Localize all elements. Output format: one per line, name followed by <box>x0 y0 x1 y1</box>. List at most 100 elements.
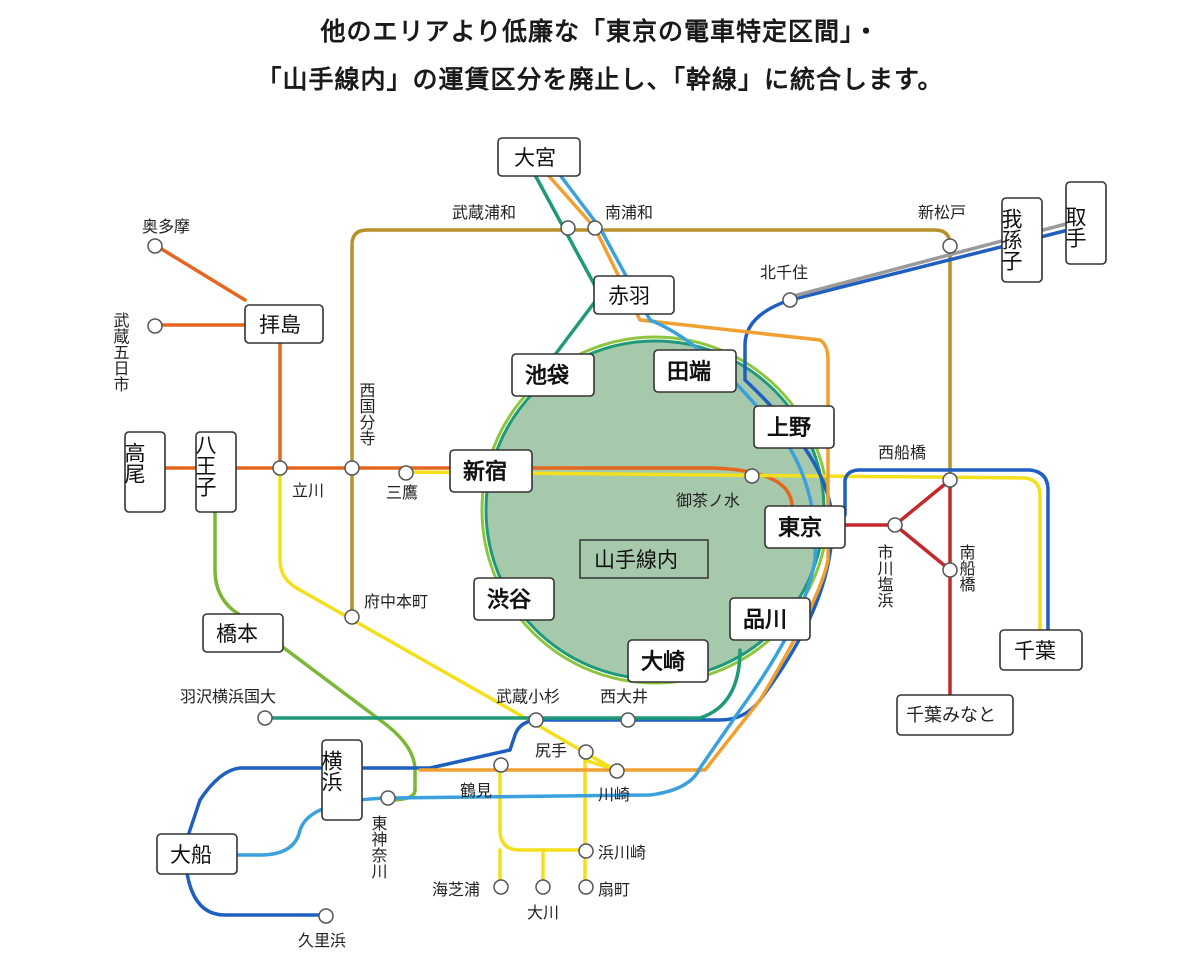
center-label: 山手線内 <box>594 548 678 572</box>
box-chiba <box>999 629 1083 671</box>
label-fuchu-hommachi: 府中本町 <box>364 592 428 611</box>
station-musashi-itsukaichi <box>147 318 163 334</box>
label-hashimoto: 橋本 <box>216 622 258 646</box>
label-musashi-itsukaichi: 武蔵五日市 <box>111 312 130 392</box>
station-ochanomizu <box>744 468 760 484</box>
station-tachikawa <box>272 460 288 476</box>
station-shin-matsudo <box>942 238 958 254</box>
station-mitaka <box>398 465 414 481</box>
station-okawa <box>535 879 551 895</box>
label-minami-funabashi: 南船橋 <box>957 544 976 593</box>
label-nishi-funabashi: 西船橋 <box>878 443 926 462</box>
label-nishi-kokubunji: 西国分寺 <box>357 382 376 446</box>
boxed-stations: 大宮 取手 我孫子 赤羽 拝島 高尾 八王子 橋本 横浜 大船 千葉 千葉みなと <box>122 137 1107 875</box>
station-hanedayokohama <box>257 710 273 726</box>
box-haijima <box>244 304 324 344</box>
station-shiriteh <box>578 744 594 760</box>
minor-stations <box>147 220 958 924</box>
station-ichikawa-shiohama <box>887 517 903 533</box>
label-mitaka: 三鷹 <box>386 483 418 502</box>
major-stations: 池袋 田端 上野 新宿 東京 渋谷 品川 大崎 <box>449 349 846 683</box>
box-shibuya <box>473 577 555 621</box>
box-abiko <box>1001 197 1043 283</box>
label-shiriteh: 尻手 <box>535 741 567 760</box>
label-ogimachi: 扇町 <box>598 880 630 899</box>
label-toride: 取手 <box>1063 206 1087 248</box>
label-yokohama: 横浜 <box>319 750 343 792</box>
station-musashi-urawa <box>560 220 576 236</box>
label-kita-senju: 北千住 <box>760 263 808 282</box>
station-tsurumi <box>493 757 509 773</box>
label-shin-matsudo: 新松戸 <box>918 203 966 222</box>
line-joban-local <box>788 213 1102 299</box>
box-tokyo <box>764 505 846 549</box>
station-umishibaura <box>493 879 509 895</box>
station-minami-urawa <box>587 220 603 236</box>
label-haijima: 拝島 <box>259 313 301 337</box>
line-nambu <box>278 466 617 772</box>
label-tabata: 田端 <box>667 360 711 385</box>
center-label-box <box>579 539 709 579</box>
label-akabane: 赤羽 <box>608 284 650 308</box>
heading-line-1: 他のエリアより低廉な「東京の電車特定区間」・ <box>320 17 880 46</box>
box-ikebukuro <box>511 353 595 397</box>
label-takao: 高尾 <box>122 442 146 484</box>
station-minami-funabashi <box>942 562 958 578</box>
label-chiba: 千葉 <box>1014 639 1056 663</box>
box-shinjuku <box>449 449 533 493</box>
line-sobu <box>403 470 1042 642</box>
box-hashimoto <box>202 613 284 653</box>
label-chiba-minato: 千葉みなと <box>906 705 996 726</box>
station-higashi-kanagawa <box>380 790 396 806</box>
label-minami-urawa: 南浦和 <box>605 203 653 222</box>
label-tachikawa: 立川 <box>292 481 324 500</box>
heading-line-2: 「山手線内」の運賃区分を廃止し、「幹線」に統合します。 <box>256 65 944 94</box>
box-toride <box>1065 181 1107 265</box>
label-shinagawa: 品川 <box>743 608 787 633</box>
minor-labels: 奥多摩 武蔵浦和 南浦和 新松戸 北千住 立川 三鷹 御茶ノ水 西船橋 府中本町… <box>142 203 966 950</box>
label-nishi-oi: 西大井 <box>600 687 648 706</box>
line-tsurumi <box>498 750 587 887</box>
label-musashi-kosugi: 武蔵小杉 <box>496 687 560 706</box>
station-kawasaki <box>609 763 625 779</box>
station-nishi-kokubunji <box>344 460 360 476</box>
box-ueno <box>753 405 835 449</box>
box-hachioji <box>195 431 237 513</box>
station-nishi-funabashi <box>942 472 958 488</box>
line-keiyo <box>843 478 952 702</box>
label-hanedayokohama: 羽沢横浜国大 <box>180 687 276 706</box>
line-tokaido <box>418 173 830 772</box>
line-saikyo <box>533 173 602 370</box>
yamanote-area <box>485 340 825 680</box>
box-takao <box>124 431 166 513</box>
label-kawasaki: 川崎 <box>598 785 630 804</box>
station-hama-kawasaki <box>578 843 594 859</box>
label-hachioji: 八王子 <box>193 434 217 497</box>
line-yokosuka <box>188 173 818 857</box>
station-okutama <box>147 238 163 254</box>
box-omiya <box>497 137 581 177</box>
station-kurihama <box>318 908 334 924</box>
label-okawa: 大川 <box>527 903 559 922</box>
box-akabane <box>593 275 675 315</box>
label-ichikawa-shiohama: 市川塩浜 <box>875 544 894 608</box>
label-ochanomizu: 御茶ノ水 <box>676 491 740 510</box>
line-keiyo-blue <box>843 468 1050 642</box>
box-tabata <box>653 349 737 393</box>
station-fuchu-hommachi <box>344 609 360 625</box>
station-nishi-oi <box>620 712 636 728</box>
label-okutama: 奥多摩 <box>142 217 190 236</box>
box-osaki <box>627 639 709 683</box>
label-osaki: 大崎 <box>641 650 685 675</box>
box-ofuna <box>156 833 238 875</box>
station-musashi-kosugi <box>528 712 544 728</box>
line-sotetsu-direct <box>263 648 742 720</box>
label-hama-kawasaki: 浜川崎 <box>598 843 646 862</box>
station-kita-senju <box>782 292 798 308</box>
label-shinjuku: 新宿 <box>463 459 507 485</box>
label-omiya: 大宮 <box>514 146 556 170</box>
label-kurihama: 久里浜 <box>298 931 346 950</box>
label-tokyo: 東京 <box>778 515 822 541</box>
label-higashi-kanagawa: 東神奈川 <box>369 815 388 879</box>
